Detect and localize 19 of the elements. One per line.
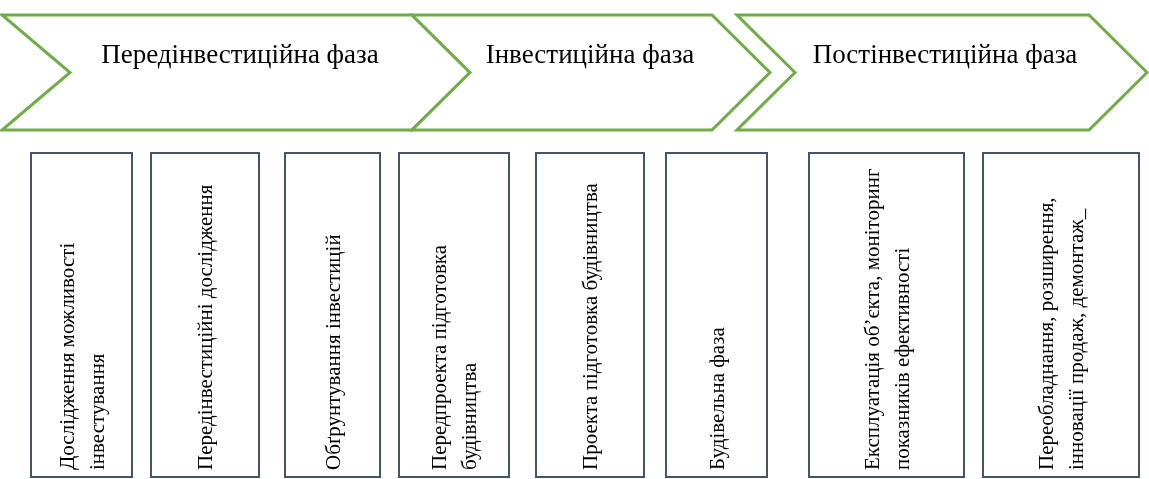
stage-box: [665, 152, 768, 478]
stage-box: [30, 152, 133, 478]
stage-label: Будівельна фаза: [703, 327, 730, 470]
stage-label: Передпроекта підготовка будівництва: [426, 243, 482, 470]
stage-label: Переобладнання, розширення, інновації продаж, демонтаж_: [1033, 196, 1089, 470]
stage-box: [982, 152, 1140, 478]
stage-box: [808, 152, 965, 478]
stage-box: [284, 152, 381, 478]
stage-label: Експлуатація об’єкта, моніторинг показників ефективності: [858, 167, 915, 470]
phase-title: Передінвестиційна фаза: [100, 38, 380, 71]
stage-label: Обґрунтування інвестицій: [319, 234, 346, 470]
stage-box: [535, 152, 645, 478]
phase-title: Інвестиційна фаза: [484, 38, 696, 71]
stage-label: Передінвестиційні дослідження: [192, 184, 218, 470]
stage-label: Проекта підготовка будівництва: [577, 183, 603, 470]
stage-box: [398, 152, 510, 478]
stage-label: Дослідження можливості інвестування: [53, 241, 110, 470]
stage-box: [150, 152, 260, 478]
phase-title: Постінвестиційна фаза: [811, 38, 1079, 71]
